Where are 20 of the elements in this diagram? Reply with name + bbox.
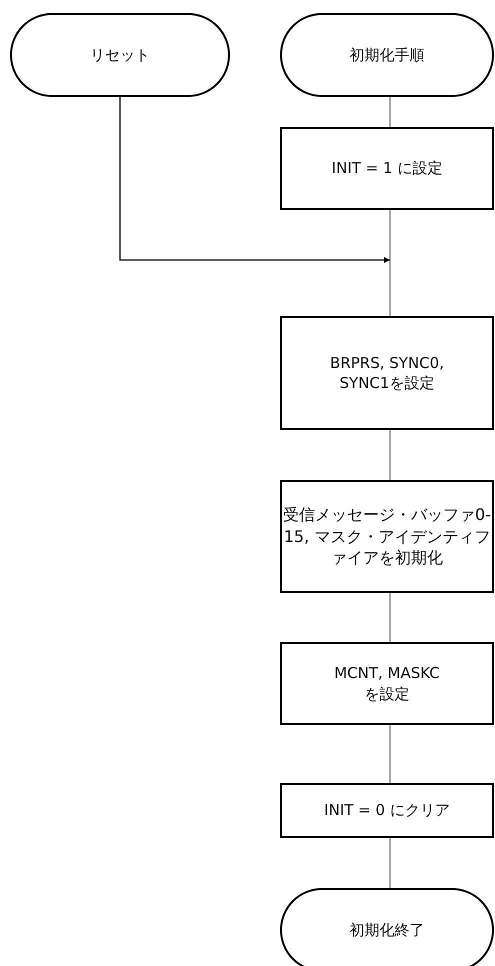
connector-line [389,97,391,127]
step-label: 初期化手順 [350,44,424,66]
step-label: 初期化終了 [350,920,424,940]
step-label: リセット [90,44,150,66]
connector-line [389,210,391,316]
connector-line [389,593,391,642]
process-box [280,480,494,593]
arrow [119,97,390,263]
step-label: INIT = 0 にクリア [324,800,450,821]
connector-line [389,725,391,783]
process-box [280,316,494,430]
process-box [280,783,494,838]
process-box [280,642,494,725]
connector-line [389,838,391,888]
step-label: MCNT, MASKC を設定 [333,663,441,704]
step-label: 受信メッセージ・バッファ0-15, マスク・アイデンティファイアを初期化 [283,504,491,569]
process-box [280,127,494,210]
step-label: INIT = 1 に設定 [332,158,442,179]
connector-line [389,430,391,480]
step-label: BRPRS, SYNC0, SYNC1を設定 [329,352,445,394]
